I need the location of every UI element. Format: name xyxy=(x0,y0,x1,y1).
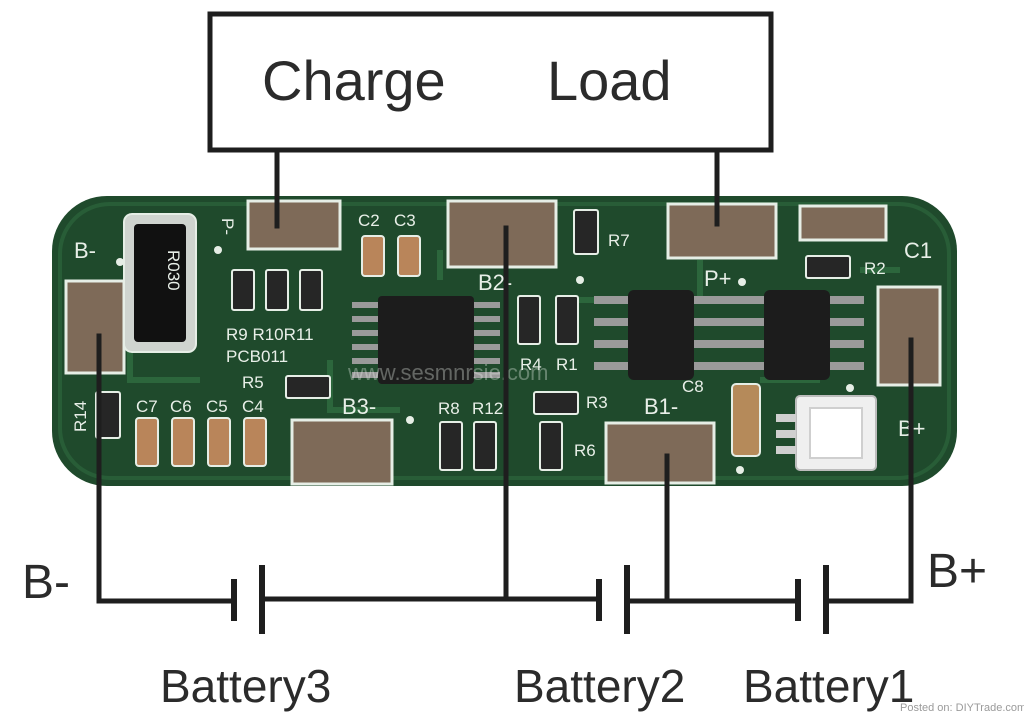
silk-c1: C1 xyxy=(904,238,932,263)
cap-c5 xyxy=(207,417,231,467)
cap-c6 xyxy=(171,417,195,467)
silk-c5: C5 xyxy=(206,397,228,416)
pad-b2-minus xyxy=(446,199,558,269)
battery1-label: Battery1 xyxy=(743,660,914,712)
smd-resistors xyxy=(95,209,851,471)
silk-board-id: PCB011 xyxy=(226,347,288,366)
shunt-resistor: R030 xyxy=(123,213,197,353)
silk-r9-r10-r11: R9 R10R11 xyxy=(226,325,314,344)
load-label: Load xyxy=(547,49,672,112)
mosfet-2 xyxy=(728,290,864,380)
terminal-b-plus-label: B+ xyxy=(927,545,987,598)
silk-c3: C3 xyxy=(394,211,416,230)
silk-c2: C2 xyxy=(358,211,380,230)
silk-p-plus: P+ xyxy=(704,266,732,291)
silk-r8: R8 xyxy=(438,399,460,418)
pad-b3-minus xyxy=(290,418,394,486)
silk-r1: R1 xyxy=(556,355,578,374)
pad-b-minus xyxy=(64,279,126,375)
cap-c4 xyxy=(243,417,267,467)
silk-r2: R2 xyxy=(864,259,886,278)
via-holes xyxy=(116,246,854,474)
silk-r5: R5 xyxy=(242,373,264,392)
balance-connector xyxy=(776,395,877,471)
silk-b1-minus: B1- xyxy=(644,394,678,419)
silk-b3-minus: B3- xyxy=(342,394,376,419)
silk-c4: C4 xyxy=(242,397,264,416)
silk-c6: C6 xyxy=(170,397,192,416)
silk-c8: C8 xyxy=(682,377,704,396)
silk-c7: C7 xyxy=(136,397,158,416)
silk-r14: R14 xyxy=(71,401,90,432)
cap-c2 xyxy=(361,235,385,277)
shunt-marking: R030 xyxy=(164,250,183,291)
wiring xyxy=(96,147,914,634)
pad-p-plus xyxy=(666,202,778,260)
terminal-b-minus-label: B- xyxy=(22,556,70,609)
credit-watermark: Posted on: DIYTrade.com xyxy=(900,702,1024,714)
pad-top-right xyxy=(798,204,888,242)
cap-c3 xyxy=(397,235,421,277)
silk-p-minus: P- xyxy=(218,218,237,235)
silk-r6: R6 xyxy=(574,441,596,460)
cap-c7 xyxy=(135,417,159,467)
silk-r12: R12 xyxy=(472,399,503,418)
pad-p-minus xyxy=(246,199,342,251)
pad-b1-minus xyxy=(604,421,716,485)
silk-r3: R3 xyxy=(586,393,608,412)
battery3-label: Battery3 xyxy=(160,660,331,712)
silk-r4: R4 xyxy=(520,355,542,374)
mosfet-1 xyxy=(594,290,728,380)
pcb-watermark: www.sesmnrsie.com xyxy=(347,360,548,385)
controller-ic xyxy=(352,296,500,384)
charge-label: Charge xyxy=(262,49,446,112)
battery2-label: Battery2 xyxy=(514,660,685,712)
silk-b-minus: B- xyxy=(74,238,96,263)
silk-r7: R7 xyxy=(608,231,630,250)
capacitor-c8 xyxy=(731,383,761,457)
charge-load-box xyxy=(207,11,774,153)
